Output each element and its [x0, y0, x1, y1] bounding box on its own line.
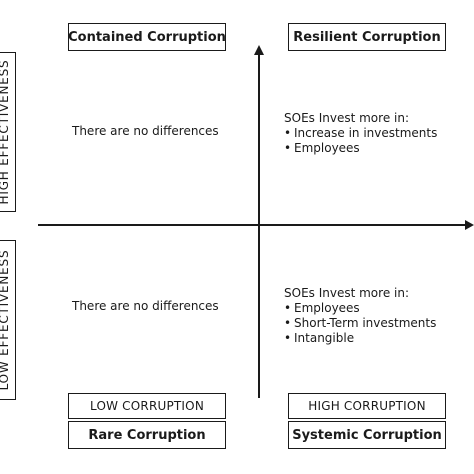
- top-right-list: Increase in investments Employees: [284, 126, 437, 156]
- low-effectiveness-label: LOW EFFECTIVENESS: [0, 249, 11, 391]
- contained-corruption-title: Contained Corruption: [68, 23, 226, 51]
- low-corruption-label: LOW CORRUPTION: [68, 393, 226, 419]
- list-item: Intangible: [284, 331, 436, 346]
- bottom-right-heading: SOEs Invest more in:: [284, 286, 409, 300]
- list-item: Increase in investments: [284, 126, 437, 141]
- bottom-left-quadrant-text: There are no differences: [72, 299, 219, 313]
- high-effectiveness-label: HIGH EFFECTIVENESS: [0, 59, 11, 205]
- list-item: Employees: [284, 301, 436, 316]
- high-corruption-label: HIGH CORRUPTION: [288, 393, 446, 419]
- resilient-corruption-title: Resilient Corruption: [288, 23, 446, 51]
- systemic-corruption-title: Systemic Corruption: [288, 421, 446, 449]
- vertical-axis-arrow: [254, 45, 264, 55]
- bottom-right-list: Employees Short-Term investments Intangi…: [284, 301, 436, 346]
- rare-corruption-title: Rare Corruption: [68, 421, 226, 449]
- top-left-quadrant-text: There are no differences: [72, 124, 219, 138]
- list-item: Employees: [284, 141, 437, 156]
- horizontal-axis-arrow: [465, 220, 474, 230]
- low-effectiveness-label-box: LOW EFFECTIVENESS: [0, 240, 16, 400]
- high-effectiveness-label-box: HIGH EFFECTIVENESS: [0, 52, 16, 212]
- top-right-heading: SOEs Invest more in:: [284, 111, 409, 125]
- list-item: Short-Term investments: [284, 316, 436, 331]
